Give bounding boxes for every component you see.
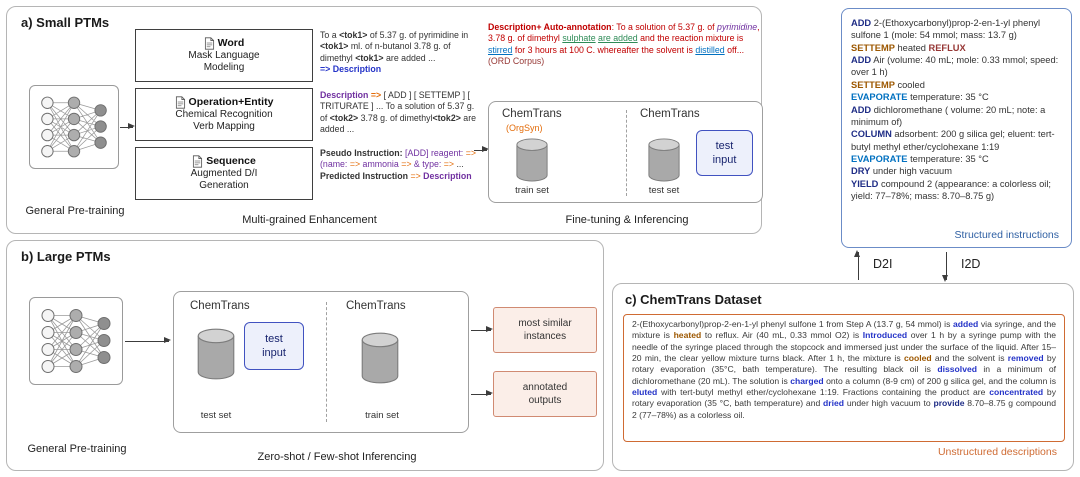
auto-annotation-text: Description+ Auto-annotation: To a solut… — [488, 22, 763, 67]
train-set-label: train set — [515, 185, 549, 196]
panel-a-title: a) Small PTMs — [21, 15, 110, 30]
word-mlm-subtitle: Mask Language Modeling — [188, 49, 260, 74]
panel-b-large-ptms: b) Large PTMs General Pre-training ChemT… — [6, 240, 604, 471]
document-icon — [204, 36, 215, 50]
pseudo-instruction-text: Pseudo Instruction: [ADD] reagent: => (n… — [320, 148, 479, 181]
structured-instructions-text: ADD 2-(Ethoxycarbonyl)prop-2-en-1-yl phe… — [851, 18, 1059, 202]
word-mlm-title: Word — [217, 37, 245, 49]
operation-entity-title-row: Operation+Entity — [175, 95, 274, 109]
sequence-generation-title: Sequence — [206, 155, 256, 167]
d2i-arrow — [854, 250, 861, 280]
document-icon — [192, 154, 203, 168]
test-database-icon-b — [196, 328, 236, 380]
finetune-label: Fine-tuning & Inferencing — [565, 214, 689, 226]
panel-c-chemtrans-dataset: c) ChemTrans Dataset 2-(Ethoxycarbonyl)p… — [612, 283, 1074, 471]
arrow-pretrain-to-enhancement — [120, 123, 135, 130]
structured-instructions-panel: ADD 2-(Ethoxycarbonyl)prop-2-en-1-yl phe… — [841, 8, 1072, 248]
network-graphic — [36, 92, 112, 162]
chemtrans-train-title-b: ChemTrans — [346, 300, 406, 312]
zero-shot-label: Zero-shot / Few-shot Inferencing — [257, 451, 417, 463]
d2i-label: D2I — [873, 257, 893, 271]
verb-mapping-text: Description => [ ADD ] [ SETTEMP ] [ TRI… — [320, 90, 479, 135]
neural-network-icon — [29, 85, 119, 169]
structured-instructions-label: Structured instructions — [954, 229, 1059, 241]
test-input-box-b: test input — [244, 322, 304, 370]
operation-entity-subtitle: Chemical Recognition Verb Mapping — [175, 108, 273, 133]
most-similar-instances-box: most similar instances — [493, 307, 597, 353]
arrow-to-similar-instances — [471, 326, 493, 333]
word-mlm-box: Word Mask Language Modeling — [135, 29, 313, 82]
general-pretraining-label-b: General Pre-training — [27, 443, 127, 455]
divider-b — [326, 302, 327, 422]
inference-dataset-box: ChemTrans test input test set ChemTrans … — [173, 291, 469, 433]
sequence-generation-box: Sequence Augmented D/I Generation — [135, 147, 313, 200]
train-database-icon — [515, 138, 549, 182]
operation-entity-title: Operation+Entity — [188, 96, 274, 108]
test-input-box: test input — [696, 130, 753, 176]
orgsyn-label: (OrgSyn) — [506, 123, 543, 133]
arrow-pretrain-to-inference — [125, 337, 171, 344]
network-graphic-b — [36, 304, 116, 378]
enhancement-label: Multi-grained Enhancement — [242, 214, 377, 226]
general-pretraining-label: General Pre-training — [25, 205, 125, 217]
unstructured-text-box: 2-(Ethoxycarbonyl)prop-2-en-1-yl phenyl … — [623, 314, 1065, 442]
word-mlm-title-row: Word — [204, 36, 245, 50]
neural-network-icon-b — [29, 297, 123, 385]
chemtrans-train-title: ChemTrans — [502, 108, 562, 120]
sequence-generation-title-row: Sequence — [192, 154, 256, 168]
unstructured-descriptions-label: Unstructured descriptions — [937, 446, 1057, 458]
arrow-to-annotated-outputs — [471, 390, 493, 397]
panel-a-small-ptms: a) Small PTMs General Pre-training Word … — [6, 6, 763, 234]
operation-entity-box: Operation+Entity Chemical Recognition Ve… — [135, 88, 313, 141]
panel-c-title: c) ChemTrans Dataset — [625, 292, 762, 307]
chemtrans-test-title: ChemTrans — [640, 108, 700, 120]
sequence-generation-subtitle: Augmented D/I Generation — [190, 167, 258, 192]
train-test-divider — [626, 110, 627, 196]
test-set-label: test set — [648, 185, 680, 196]
finetune-dataset-box: ChemTrans (OrgSyn) train set ChemTrans t… — [488, 101, 763, 203]
train-database-icon-b — [360, 332, 400, 384]
document-icon — [175, 95, 186, 109]
i2d-arrow — [942, 252, 949, 282]
test-database-icon — [647, 138, 681, 182]
arrow-enhancement-to-finetune — [474, 146, 489, 153]
annotated-outputs-box: annotated outputs — [493, 371, 597, 417]
i2d-label: I2D — [961, 257, 981, 271]
train-set-label-b: train set — [365, 410, 399, 421]
panel-b-title: b) Large PTMs — [21, 249, 111, 264]
chemtrans-test-title-b: ChemTrans — [190, 300, 250, 312]
mlm-example-text: To a <tok1> of 5.37 g. of pyrimidine in … — [320, 30, 471, 75]
test-set-label-b: test set — [200, 410, 232, 421]
